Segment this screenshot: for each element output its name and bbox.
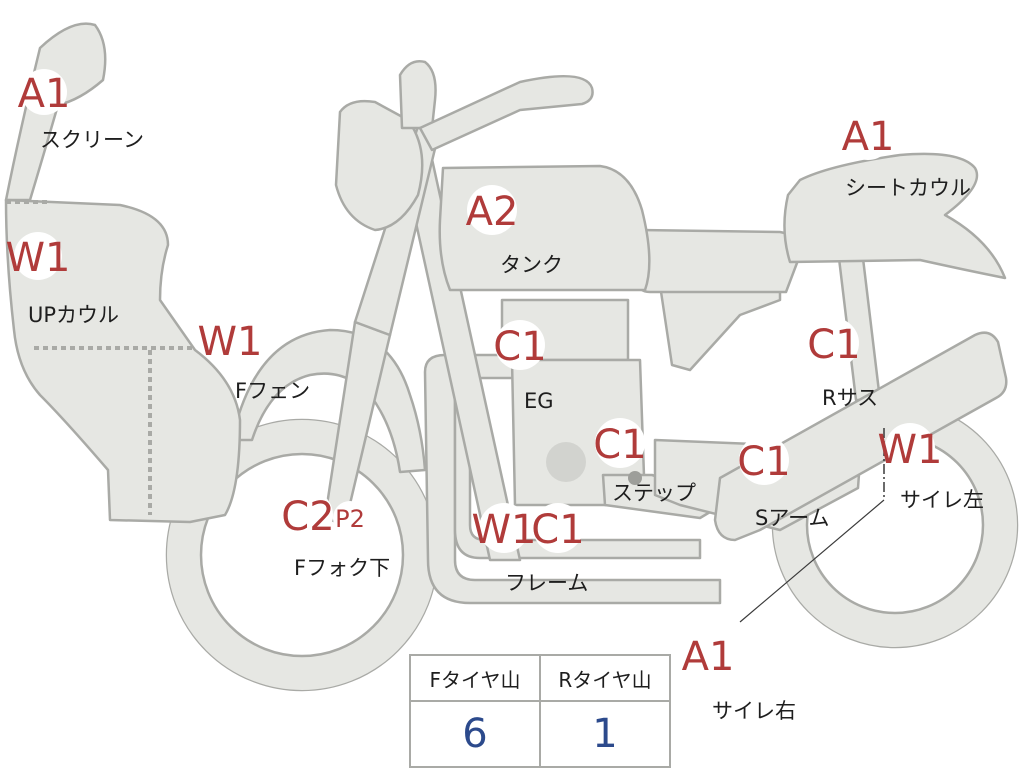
badge-swing-arm: C1 [737,435,791,485]
handlebar-shape [418,74,594,152]
badge-front-fork: C2 P2 [281,490,367,540]
grade-screen: A1 [18,71,71,117]
label-up-cowl: UPカウル [28,303,119,327]
badge-rear-suspension: C1 [807,318,861,368]
label-seat-cowl: シートカウル [845,176,971,200]
badge-seat-cowl: A1 [842,110,895,160]
seat-cowl-shape [783,152,1007,280]
rear-tread-header: Rタイヤ山 [539,654,671,702]
muffler-shape [713,331,1008,542]
badge-muffler-left: W1 [878,423,943,473]
front-tread-header: Fタイヤ山 [409,654,541,702]
grade-seat-cowl: A1 [842,114,895,160]
muffler-right-leader [739,499,885,623]
badge-up-cowl: W1 [6,232,71,281]
badge-screen: A1 [18,69,71,117]
label-muffler-left: サイレ左 [900,488,984,512]
grade-muffler-left: W1 [878,427,943,473]
label-front-fork: Fフォク下 [294,556,390,580]
grade-step: C1 [593,422,646,468]
grade-rear-suspension: C1 [807,322,860,368]
grade-front-fork: C2 [281,494,334,540]
tail-frame-shape [658,278,782,372]
rear-tread-value: 1 [539,700,671,768]
label-front-fender: Fフェン [235,379,310,403]
grade-frame: W1 [472,507,537,553]
up-cowl-shape [4,198,242,524]
headlight-shape [334,99,424,232]
grade-swing-arm: C1 [737,439,790,485]
label-swing-arm: Sアーム [755,506,829,530]
front-tread-value: 6 [409,700,541,768]
grade-front-fender: W1 [198,319,263,365]
label-rear-suspension: Rサス [822,386,878,410]
label-tank: タンク [500,253,563,277]
badge-muffler-right: A1 [682,630,735,680]
badge-front-fender: W1 [198,315,263,365]
side-cover-shape [636,228,802,294]
badge-frame: W1 C1 [472,503,585,553]
label-step: ステップ [612,481,696,505]
grade-muffler-right: A1 [682,634,735,680]
grade2-frame: C1 [531,507,584,553]
label-muffler-right: サイレ右 [712,699,796,723]
label-engine: EG [524,389,554,413]
badge-step: C1 [593,418,647,468]
mirror-shape [398,60,437,130]
grade-tank: A2 [466,189,519,235]
label-screen: スクリーン [40,128,144,152]
tire-tread-table: Fタイヤ山 Rタイヤ山 6 1 [409,654,671,768]
grade2-front-fork: P2 [335,505,365,533]
badge-tank: A2 [466,185,519,235]
grade-up-cowl: W1 [6,235,71,281]
grade-engine: C1 [493,324,546,370]
label-frame: フレーム [505,571,588,595]
badge-engine: C1 [493,320,547,370]
